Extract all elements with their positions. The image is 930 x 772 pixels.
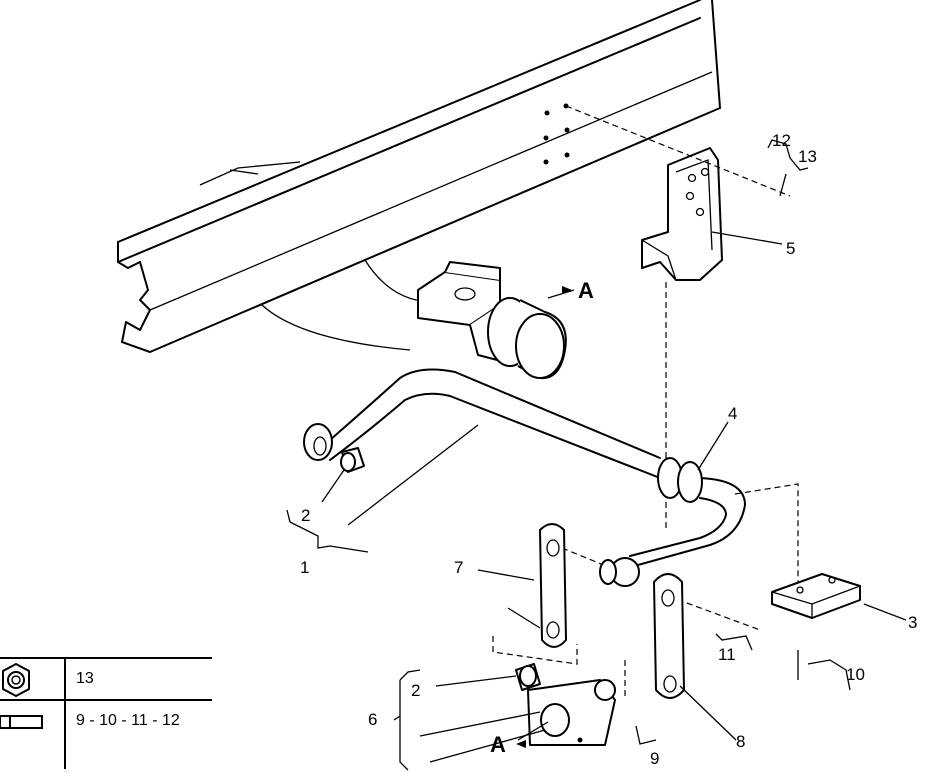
bolt-icon [0, 715, 43, 729]
bushing-upper [340, 447, 365, 473]
axle-hub-assembly [261, 259, 567, 380]
legend-table: 13 9 - 10 - 11 - 12 [0, 657, 212, 769]
callout-5: 5 [786, 239, 795, 258]
callout-labels: 1 2 2 3 4 5 6 7 8 9 10 11 12 13 A A [300, 131, 917, 768]
stabilizer-bracket [641, 147, 723, 281]
legend-row-nut: 13 [0, 657, 212, 701]
chassis-frame-rail [117, 0, 721, 353]
callout-9: 9 [650, 749, 659, 768]
lower-mount [515, 663, 616, 746]
stabilizer-bar [303, 368, 746, 587]
spacer-plate [771, 573, 861, 619]
legend-symbol-cell [0, 701, 66, 769]
callout-6: 6 [368, 710, 377, 729]
callout-11: 11 [718, 645, 736, 664]
link-rod-8 [653, 573, 685, 699]
legend-row-bolt: 9 - 10 - 11 - 12 [0, 699, 212, 769]
link-rod-7 [539, 523, 567, 648]
callout-12: 12 [772, 131, 791, 150]
callout-4: 4 [728, 404, 737, 423]
callout-7: 7 [454, 558, 463, 577]
callout-2-lower: 2 [411, 681, 420, 700]
legend-text-bolt: 9 - 10 - 11 - 12 [76, 712, 180, 729]
legend-symbol-cell [0, 659, 66, 701]
callout-3: 3 [908, 613, 917, 632]
leader-lines [286, 139, 907, 771]
callout-10: 10 [846, 665, 865, 684]
assembly-lines [492, 105, 799, 700]
hex-nut-icon [2, 662, 30, 698]
callout-13: 13 [798, 147, 817, 166]
legend-text-nut: 13 [76, 670, 94, 687]
detail-a-top: A [578, 278, 594, 303]
callout-2-upper: 2 [301, 506, 310, 525]
callout-1: 1 [300, 558, 309, 577]
callout-8: 8 [736, 732, 745, 751]
detail-a-bottom: A [490, 732, 506, 757]
